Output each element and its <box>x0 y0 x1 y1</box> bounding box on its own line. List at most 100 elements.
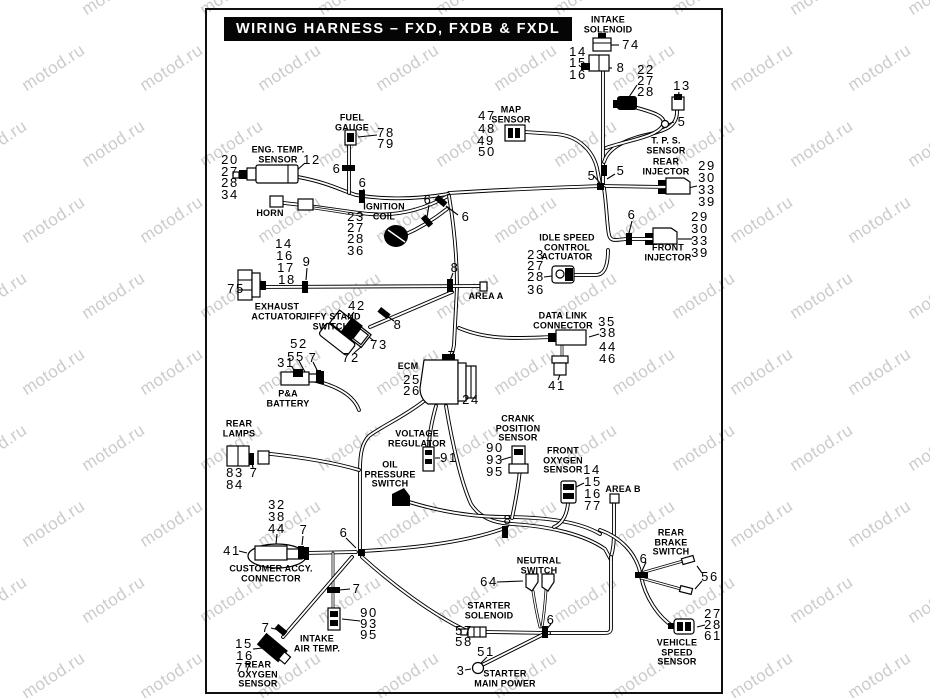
part-number-6: 6 <box>639 551 649 567</box>
part-number-5: 5 <box>677 114 687 130</box>
part-number-56: 56 <box>701 569 719 585</box>
part-number-49: 49 <box>477 133 495 149</box>
map-sensor-component <box>504 124 526 142</box>
part-number-28: 28 <box>347 231 365 247</box>
ecm-component <box>419 359 477 405</box>
part-number-15: 15 <box>584 474 602 490</box>
part-number-7: 7 <box>299 522 309 538</box>
label-map: MAP SENSOR <box>491 104 531 124</box>
part-number-55: 55 <box>287 349 305 365</box>
part-number-61: 61 <box>704 628 722 644</box>
part-number-77: 77 <box>235 660 253 676</box>
part-number-27: 27 <box>347 220 365 236</box>
part-number-6: 6 <box>423 192 433 208</box>
part-number-3: 3 <box>456 663 466 679</box>
part-number-6: 6 <box>358 175 368 191</box>
label-starter: STARTER MAIN POWER <box>474 668 536 688</box>
part-number-8: 8 <box>393 317 403 333</box>
part-number-14: 14 <box>569 44 587 60</box>
label-fuel: FUEL GAUGE <box>334 112 370 132</box>
part-number-14: 14 <box>275 236 293 252</box>
oil-pressure-switch-component <box>392 488 410 506</box>
part-number-44: 44 <box>268 521 286 537</box>
customer-accy-connector-component <box>247 543 309 569</box>
part-number-14: 14 <box>583 462 601 478</box>
part-number-78: 78 <box>377 125 395 141</box>
idle-speed-actuator-component <box>551 265 575 284</box>
part-number-27: 27 <box>704 606 722 622</box>
label-t-p-s-: T. P. S. SENSOR <box>646 135 686 155</box>
fuel-gauge-component <box>344 129 357 146</box>
label-p&a: P&A BATTERY <box>266 388 310 408</box>
part-number-36: 36 <box>527 282 545 298</box>
ignition-coil-component <box>384 225 408 247</box>
exhaust-actuator-component <box>237 269 266 301</box>
part-number-58: 58 <box>455 634 473 650</box>
crank-position-sensor-component <box>508 445 529 474</box>
part-number-30: 30 <box>698 170 716 186</box>
part-number-16: 16 <box>569 67 587 83</box>
part-number-29: 29 <box>691 209 709 225</box>
label-rear: REAR OXYGEN SENSOR <box>238 659 278 689</box>
part-number-93: 93 <box>486 452 504 468</box>
part-number-25: 25 <box>403 372 421 388</box>
label-exhaust: EXHAUST ACTUATOR <box>251 301 303 321</box>
part-number-93: 93 <box>360 616 378 632</box>
part-number-7: 7 <box>352 581 362 597</box>
part-number-95: 95 <box>360 627 378 643</box>
part-number-27: 27 <box>221 164 239 180</box>
part-number-6: 6 <box>332 161 342 177</box>
label-customer-accy-: CUSTOMER ACCY. CONNECTOR <box>229 563 313 583</box>
part-number-28: 28 <box>221 175 239 191</box>
part-number-39: 39 <box>698 194 716 210</box>
voltage-regulator-component <box>422 446 435 472</box>
part-number-31: 31 <box>277 355 295 371</box>
part-number-72: 72 <box>342 350 360 366</box>
part-number-23: 23 <box>527 247 545 263</box>
neutral-switch-component <box>525 573 555 592</box>
part-number-27: 27 <box>637 73 655 89</box>
starter-solenoid-component <box>460 626 487 638</box>
part-number-90: 90 <box>486 440 504 456</box>
part-number-26: 26 <box>403 383 421 399</box>
part-number-90: 90 <box>360 605 378 621</box>
part-number-20: 20 <box>221 152 239 168</box>
part-number-16: 16 <box>236 648 254 664</box>
intake-solenoid-component <box>581 33 612 72</box>
tps-connector-component <box>613 94 685 129</box>
diagram-frame <box>205 8 723 694</box>
front-oxygen-sensor-component <box>560 480 577 504</box>
part-number-24: 24 <box>462 392 480 408</box>
part-number-8: 8 <box>616 60 626 76</box>
part-number-15: 15 <box>569 55 587 71</box>
part-number-5: 5 <box>616 163 626 179</box>
label-idle-speed: IDLE SPEED CONTROL ACTUATOR <box>539 232 595 262</box>
part-number-6: 6 <box>461 209 471 225</box>
part-number-27: 27 <box>527 258 545 274</box>
part-number-28: 28 <box>527 269 545 285</box>
label-eng-temp-: ENG. TEMP. SENSOR <box>251 144 305 164</box>
jiffy-stand-switch-component <box>318 309 372 356</box>
part-number-8: 8 <box>450 260 460 276</box>
part-number-77: 77 <box>584 498 602 514</box>
part-number-48: 48 <box>478 121 496 137</box>
label-intake: INTAKE AIR TEMP. <box>293 633 341 653</box>
area-b-terminal <box>609 493 620 504</box>
eng-temp-sensor-component <box>232 164 299 184</box>
label-front: FRONT INJECTOR <box>644 242 692 262</box>
part-number-6: 6 <box>546 612 556 628</box>
part-number-33: 33 <box>691 233 709 249</box>
part-number-23: 23 <box>347 209 365 225</box>
part-number-33: 33 <box>698 182 716 198</box>
label-vehicle: VEHICLE SPEED SENSOR <box>656 637 698 667</box>
part-number-38: 38 <box>268 509 286 525</box>
part-number-41: 41 <box>223 543 241 559</box>
pa-battery-component <box>280 369 324 386</box>
label-intake: INTAKE SOLENOID <box>583 14 633 34</box>
vehicle-speed-sensor-component <box>668 618 695 635</box>
part-number-91: 91 <box>440 450 458 466</box>
area-a-terminal <box>479 281 488 292</box>
part-number-8: 8 <box>503 512 513 528</box>
data-link-connector-component <box>548 329 587 376</box>
